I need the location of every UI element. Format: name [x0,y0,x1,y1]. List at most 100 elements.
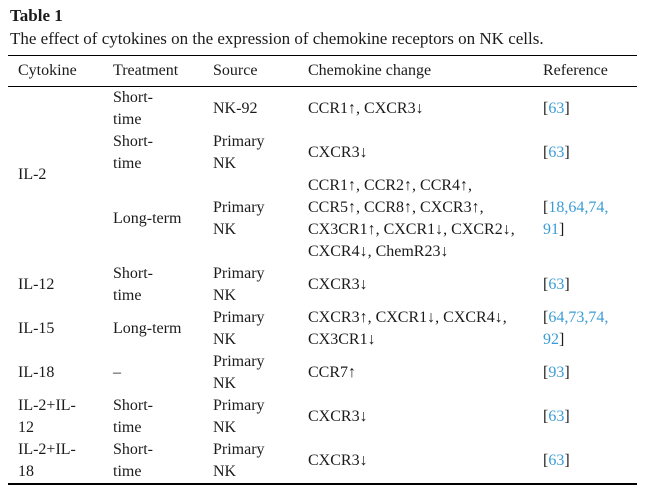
bracket-open: [ [543,199,549,216]
treatment-cell: Short- time [113,397,153,436]
table-row: IL-18 – Primary NK CCR7↑ [93] [8,351,637,395]
column-header-treatment: Treatment [113,55,213,87]
treatment-cell: Long-term [113,320,182,337]
bracket-open: [ [543,276,549,293]
source-cell: Primary NK [213,439,308,485]
table-row: IL-2+IL- 12 Short- time Primary NK CXCR3↓ [6… [8,395,637,439]
reference-link[interactable]: 63 [548,144,565,161]
reference-cell: [63] [543,395,637,439]
reference-link[interactable]: 63 [548,276,565,293]
reference-text: [63] [543,142,621,164]
reference-link[interactable]: 73 [568,309,585,326]
reference-text: [63] [543,274,621,296]
bracket-close: ] [564,144,570,161]
chemokine-change-cell: CXCR3↓ [308,408,368,425]
source-cell: Primary NK [213,309,265,348]
table-row: IL-2 Short- time NK-92 CCR1↑, CXCR3↓ [63] [8,87,637,183]
reference-separator: , [604,199,609,216]
bracket-open: [ [543,452,549,469]
reference-link[interactable]: 92 [543,331,559,348]
reference-separator: , [564,309,569,326]
column-header-cytokine: Cytokine [8,55,113,87]
bracket-open: [ [543,144,549,161]
cytokine-cell: IL-18 [18,364,55,381]
reference-link[interactable]: 74 [588,199,605,216]
cytokine-cell: IL-2+IL- 18 [8,439,113,485]
cytokine-cell: IL-2 [18,166,47,183]
reference-text: [64,73,74,92] [543,307,621,351]
treatment-cell: – [113,364,121,381]
reference-cell: [63] [543,439,637,485]
reference-text: [18,64,74,91] [543,197,621,241]
table-row: Short- time Primary NK CXCR3↓ [63] [8,131,637,175]
reference-cell: [93] [543,351,637,395]
treatment-cell: Long-term [113,210,182,227]
table-row: IL-12 Short- time Primary NK CXCR3↓ [63] [8,263,637,307]
reference-separator: , [584,199,589,216]
bracket-open: [ [543,408,549,425]
bracket-close: ] [564,100,570,117]
reference-text: [63] [543,406,621,428]
chemokine-change-cell: CCR1↑, CXCR3↓ [308,100,424,117]
reference-text: [63] [543,98,621,120]
reference-link[interactable]: 93 [548,364,565,381]
table-row: Long-term Primary NK CCR1↑, CCR2↑, CCR4↑, … [8,175,637,263]
reference-link[interactable]: 64 [548,309,565,326]
reference-link[interactable]: 64 [568,199,585,216]
reference-cell: [63] [543,87,637,132]
source-cell: Primary NK [213,397,265,436]
chemokine-change-cell: CXCR3↓ [308,276,368,293]
table-label: Table 1 [10,6,63,25]
chemokine-change-cell: CXCR3↑, CXCR1↓, CXCR4↓, CX3CR1↓ [308,309,507,348]
chemokine-change-cell: CXCR3↓ [308,144,368,161]
bracket-open: [ [543,364,549,381]
reference-link[interactable]: 63 [548,452,565,469]
chemokine-change-cell: CCR7↑ [308,364,357,381]
reference-cell: [64,73,74,92] [543,307,637,351]
treatment-cell: Short- time [113,439,213,485]
chemokine-change-cell: CXCR3↓ [308,439,543,485]
cytokine-cell: IL-12 [18,276,55,293]
treatment-cell: Short- time [113,265,153,304]
reference-link[interactable]: 74 [588,309,605,326]
bracket-close: ] [559,331,565,348]
reference-link[interactable]: 63 [548,100,565,117]
treatment-cell: Short- time [113,89,153,128]
reference-link[interactable]: 18 [548,199,565,216]
reference-separator: , [564,199,569,216]
column-header-chemokine-change: Chemokine change [308,55,543,87]
reference-text: [93] [543,362,621,384]
bracket-close: ] [564,452,570,469]
reference-link[interactable]: 91 [543,221,559,238]
bracket-close: ] [564,276,570,293]
source-cell: Primary NK [213,133,265,172]
bracket-close: ] [564,408,570,425]
source-cell: Primary NK [213,265,265,304]
source-cell: Primary NK [213,353,265,392]
reference-cell: [63] [543,131,637,175]
bracket-open: [ [543,309,549,326]
column-header-reference: Reference [543,55,637,87]
reference-link[interactable]: 63 [548,408,565,425]
bracket-open: [ [543,100,549,117]
table-caption: The effect of cytokines on the expressio… [10,29,544,48]
reference-cell: [63] [543,263,637,307]
source-cell: NK-92 [213,100,258,117]
source-cell: Primary NK [213,199,265,238]
reference-separator: , [604,309,609,326]
reference-text: [63] [543,450,621,472]
bracket-close: ] [564,364,570,381]
column-header-source: Source [213,55,308,87]
reference-separator: , [584,309,589,326]
chemokine-change-cell: CCR1↑, CCR2↑, CCR4↑, CCR5↑, CCR8↑, CXCR3… [308,177,515,260]
cytokine-cell: IL-15 [18,320,55,337]
cytokine-cell: IL-2+IL- 12 [18,397,76,436]
table-row: IL-15 Long-term Primary NK CXCR3↑, CXCR1↓, … [8,307,637,351]
treatment-cell: Short- time [113,133,153,172]
